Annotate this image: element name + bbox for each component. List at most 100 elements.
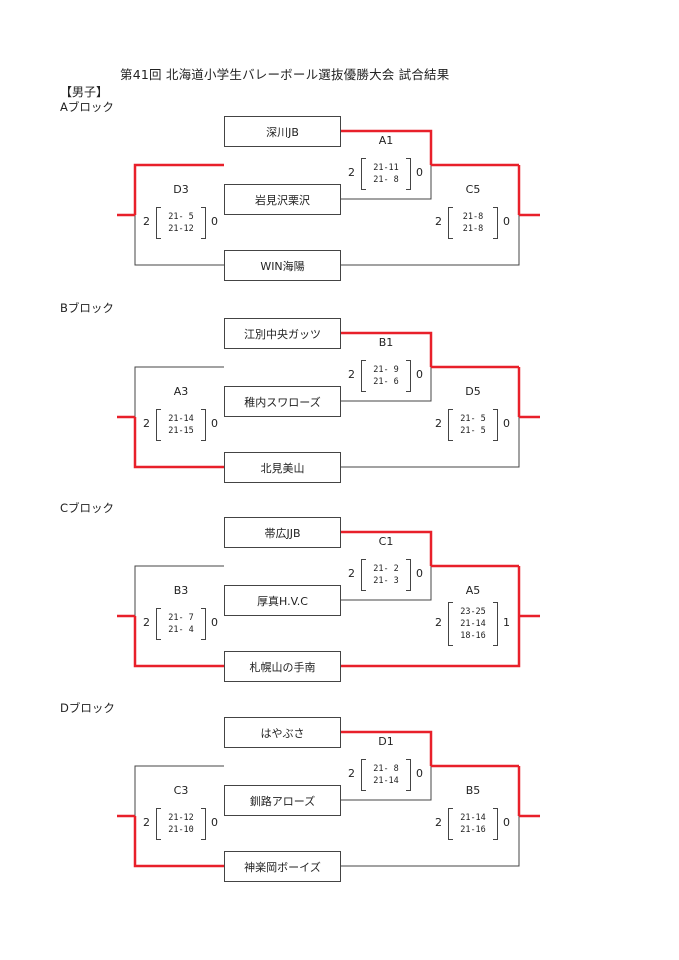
inner-winner-line: [341, 331, 433, 367]
set-score: 21-14: [460, 619, 486, 629]
section-heading: 【男子】: [60, 85, 109, 99]
team-box: 江別中央ガッツ: [224, 318, 341, 349]
score-bracket-left: [448, 602, 453, 646]
set-score: 21- 9: [373, 365, 399, 375]
left-bottom-line: [134, 215, 224, 266]
set-score: 21-16: [460, 825, 486, 835]
set-scores: 21-14 21-15: [158, 409, 204, 441]
score-bracket-left: [156, 808, 161, 840]
set-scores: 21- 9 21- 6: [363, 360, 409, 392]
score-bracket-left: [361, 360, 366, 392]
score-bracket-right: [201, 409, 206, 441]
set-score: 21- 7: [168, 613, 194, 623]
score-bracket-right: [201, 608, 206, 640]
inner-loser-line: [341, 367, 432, 402]
team-box: 帯広JJB: [224, 517, 341, 548]
inner-loser-line: [341, 165, 432, 200]
team-box: 神楽岡ボーイズ: [224, 851, 341, 882]
set-score: 21- 8: [373, 175, 399, 185]
left-top-line: [134, 765, 224, 816]
match-losses: 0: [211, 816, 218, 829]
bracket-lines: [117, 730, 540, 868]
set-score: 21- 6: [373, 377, 399, 387]
match-losses: 0: [416, 567, 423, 580]
set-score: 21- 2: [373, 564, 399, 574]
match-id: C3: [173, 784, 189, 797]
score-bracket-left: [156, 207, 161, 239]
score-bracket-right: [493, 808, 498, 840]
set-score: 21-15: [168, 426, 194, 436]
set-score: 21-14: [168, 414, 194, 424]
match-id: B1: [378, 336, 394, 349]
inner-winner-line: [341, 129, 433, 165]
match-wins: 2: [348, 166, 355, 179]
score-bracket-left: [361, 158, 366, 190]
match-losses: 0: [503, 816, 510, 829]
match-wins: 2: [143, 816, 150, 829]
team-box: 岩見沢栗沢: [224, 184, 341, 215]
team-box: 北見美山: [224, 452, 341, 483]
match-id: B3: [173, 584, 189, 597]
set-score: 21- 5: [168, 212, 194, 222]
match-wins: 2: [435, 215, 442, 228]
inner-loser-line: [341, 766, 432, 801]
set-scores: 21- 2 21- 3: [363, 559, 409, 591]
match-losses: 1: [503, 616, 510, 629]
left-top-line: [134, 366, 224, 417]
match-losses: 0: [416, 166, 423, 179]
team-box: はやぶさ: [224, 717, 341, 748]
match-id: C1: [378, 535, 394, 548]
set-score: 23-25: [460, 607, 486, 617]
score-bracket-left: [448, 808, 453, 840]
score-bracket-right: [493, 207, 498, 239]
set-score: 21- 4: [168, 625, 194, 635]
match-id: D3: [173, 183, 189, 196]
set-score: 21- 5: [460, 426, 486, 436]
set-score: 21-14: [373, 776, 399, 786]
right-bottom-line: [341, 616, 521, 668]
match-losses: 0: [416, 368, 423, 381]
team-box: 稚内スワローズ: [224, 386, 341, 417]
match-wins: 2: [348, 368, 355, 381]
set-score: 18-16: [460, 631, 486, 641]
page-title: 第41回 北海道小学生バレーボール選抜優勝大会 試合結果: [120, 67, 450, 82]
match-id: A3: [173, 385, 189, 398]
team-box: 札幌山の手南: [224, 651, 341, 682]
match-losses: 0: [503, 215, 510, 228]
set-scores: 23-25 21-14 18-16: [450, 602, 496, 646]
score-bracket-right: [493, 409, 498, 441]
block-label: Cブロック: [60, 501, 115, 515]
score-bracket-right: [493, 602, 498, 646]
set-score: 21- 3: [373, 576, 399, 586]
set-score: 21-8: [462, 212, 484, 222]
bracket-lines: [117, 129, 540, 266]
score-bracket-right: [201, 207, 206, 239]
match-losses: 0: [416, 767, 423, 780]
team-box: WIN海陽: [224, 250, 341, 281]
match-losses: 0: [211, 417, 218, 430]
score-bracket-left: [156, 608, 161, 640]
score-bracket-left: [448, 207, 453, 239]
match-wins: 2: [348, 567, 355, 580]
set-scores: 21- 7 21- 4: [158, 608, 204, 640]
inner-winner-line: [341, 730, 433, 766]
bracket-lines: [117, 331, 540, 469]
set-score: 21-12: [168, 813, 194, 823]
match-wins: 2: [435, 616, 442, 629]
left-bottom-line: [133, 616, 224, 668]
left-bottom-line: [133, 816, 224, 868]
match-losses: 0: [211, 616, 218, 629]
match-id: D5: [465, 385, 481, 398]
score-bracket-right: [406, 759, 411, 791]
match-wins: 2: [143, 616, 150, 629]
match-id: D1: [378, 735, 394, 748]
right-bottom-line: [341, 215, 520, 266]
